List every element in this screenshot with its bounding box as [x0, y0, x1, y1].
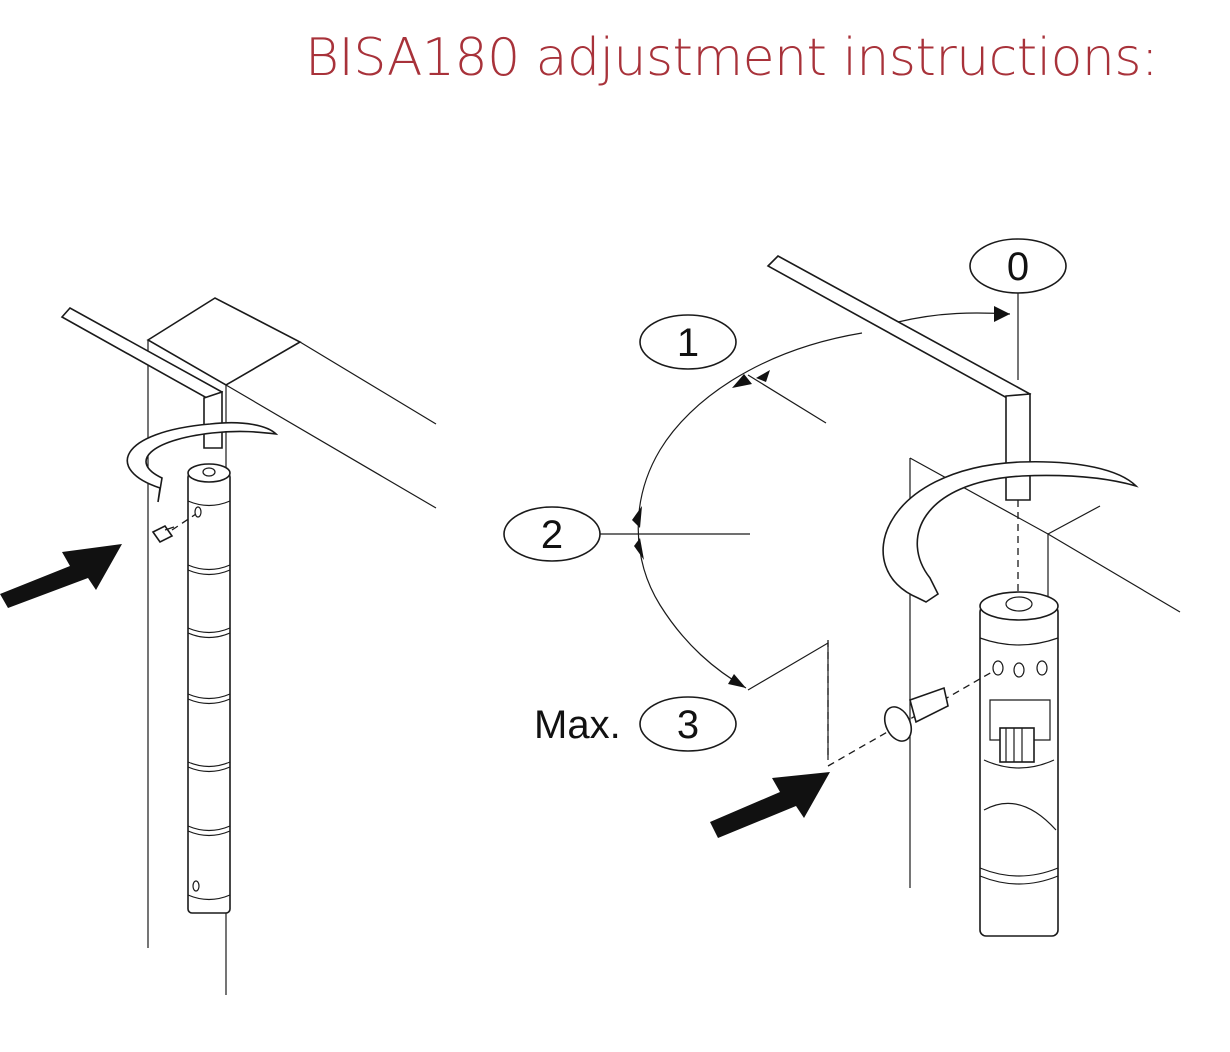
- right-allen-key-icon: [766, 255, 1032, 501]
- left-hinge-view: [0, 297, 437, 995]
- right-rotate-arrow-icon: [882, 460, 1139, 603]
- angle-diagram: 0 1 2 Max. 3: [503, 238, 1067, 760]
- left-insert-arrow-icon: [0, 544, 122, 608]
- page-title: BISA180 adjustment instructions:: [304, 28, 1159, 88]
- max-prefix-text: Max.: [534, 703, 621, 747]
- position-label-2: 2: [503, 506, 601, 562]
- position-2-text: 2: [541, 513, 563, 557]
- position-label-0: 0: [969, 238, 1067, 380]
- position-0-text: 0: [1007, 245, 1029, 289]
- position-label-3: Max. 3: [534, 696, 737, 752]
- left-hinge-cylinder: [187, 463, 231, 914]
- right-pin-icon: [827, 671, 993, 767]
- position-label-1: 1: [639, 314, 737, 370]
- position-3-text: 3: [677, 703, 699, 747]
- right-hinge-cylinder: [979, 591, 1059, 937]
- right-hinge-view: [710, 255, 1181, 937]
- position-1-text: 1: [677, 321, 699, 365]
- left-pin-icon: [151, 513, 197, 544]
- left-rotate-arrow-icon: [126, 421, 279, 503]
- right-insert-arrow-icon: [710, 772, 830, 838]
